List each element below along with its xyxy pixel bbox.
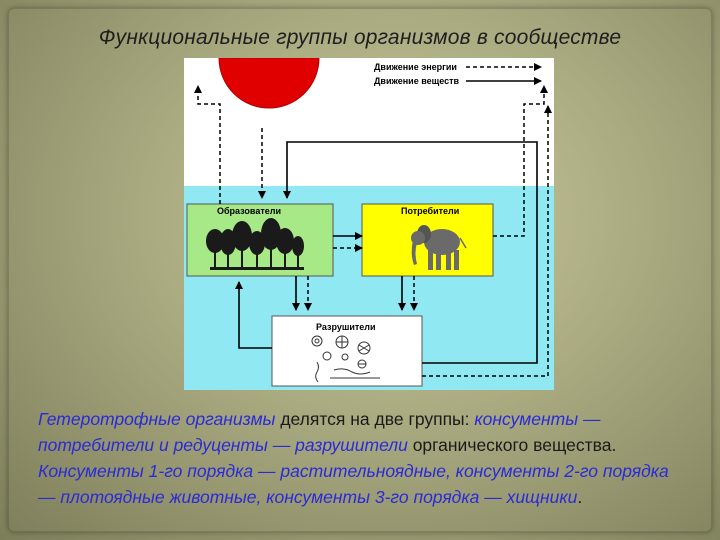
text-consumer-orders: Консументы 1-го порядка — растительноядн… xyxy=(38,461,669,507)
food-web-diagram: Движение энергии Движение веществ Образо… xyxy=(184,58,554,390)
legend-matter-label: Движение веществ xyxy=(374,76,460,86)
text-segment: . xyxy=(577,487,583,507)
slide-title: Функциональные группы организмов в сообщ… xyxy=(98,26,622,49)
elephant-illustration xyxy=(411,225,467,270)
producers-label: Образователи xyxy=(217,206,281,216)
text-consumers-decomposers: консументы — потребители и редуценты — р… xyxy=(38,409,601,455)
sun-shape xyxy=(218,58,320,109)
decomposers-label: Разрушители xyxy=(316,322,376,332)
text-segment: органического вещества. xyxy=(407,435,617,455)
decomposers-box xyxy=(271,315,423,387)
text-segment: делятся на две группы: xyxy=(275,409,475,429)
consumers-label: Потребители xyxy=(401,206,459,216)
legend-energy-label: Движение энергии xyxy=(374,62,457,72)
matter-flow-arrows xyxy=(235,141,538,364)
body-paragraph: Гетеротрофные организмы делятся на две г… xyxy=(38,406,688,510)
text-heterotrophs: Гетеротрофные организмы xyxy=(38,409,276,429)
energy-flow-arrows xyxy=(194,85,552,377)
microbes-illustration xyxy=(311,335,380,383)
trees-illustration xyxy=(206,218,304,270)
